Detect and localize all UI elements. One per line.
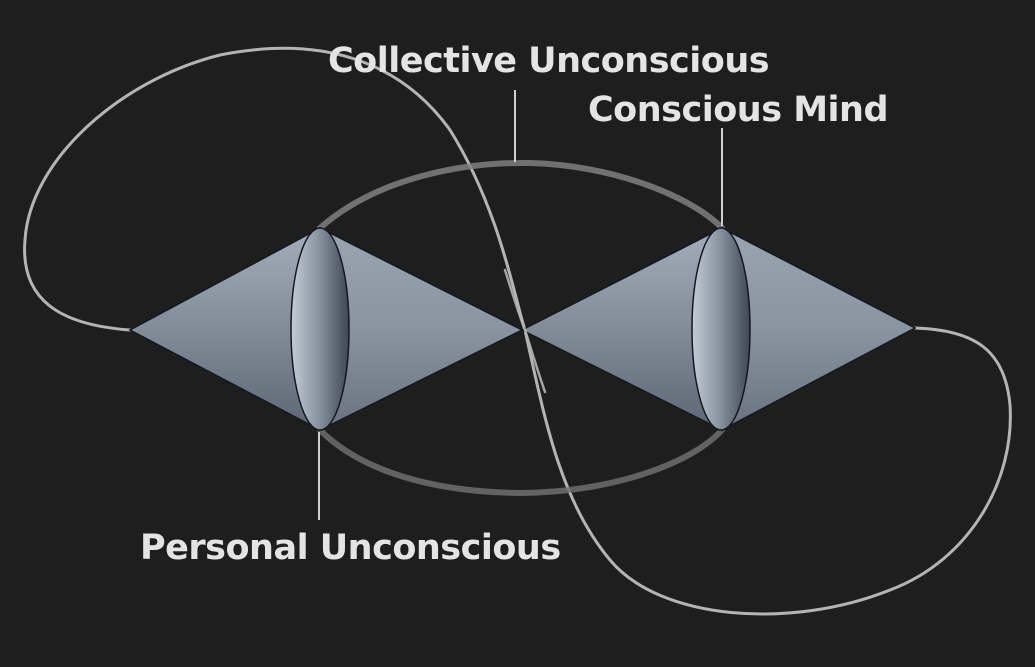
inner-loop-top-curve (317, 159, 725, 231)
right-disc (691, 227, 751, 431)
collective-unconscious-label: Collective Unconscious (328, 41, 769, 81)
right-cone-front (721, 226, 917, 432)
left-disc (290, 227, 350, 431)
conscious-mind-label: Conscious Mind (588, 90, 888, 130)
outer-loop-crossing-curve (503, 268, 547, 394)
inner-loop-bottom-curve (317, 427, 725, 497)
personal-unconscious-label: Personal Unconscious (140, 528, 561, 568)
left-cone-front (319, 226, 524, 432)
